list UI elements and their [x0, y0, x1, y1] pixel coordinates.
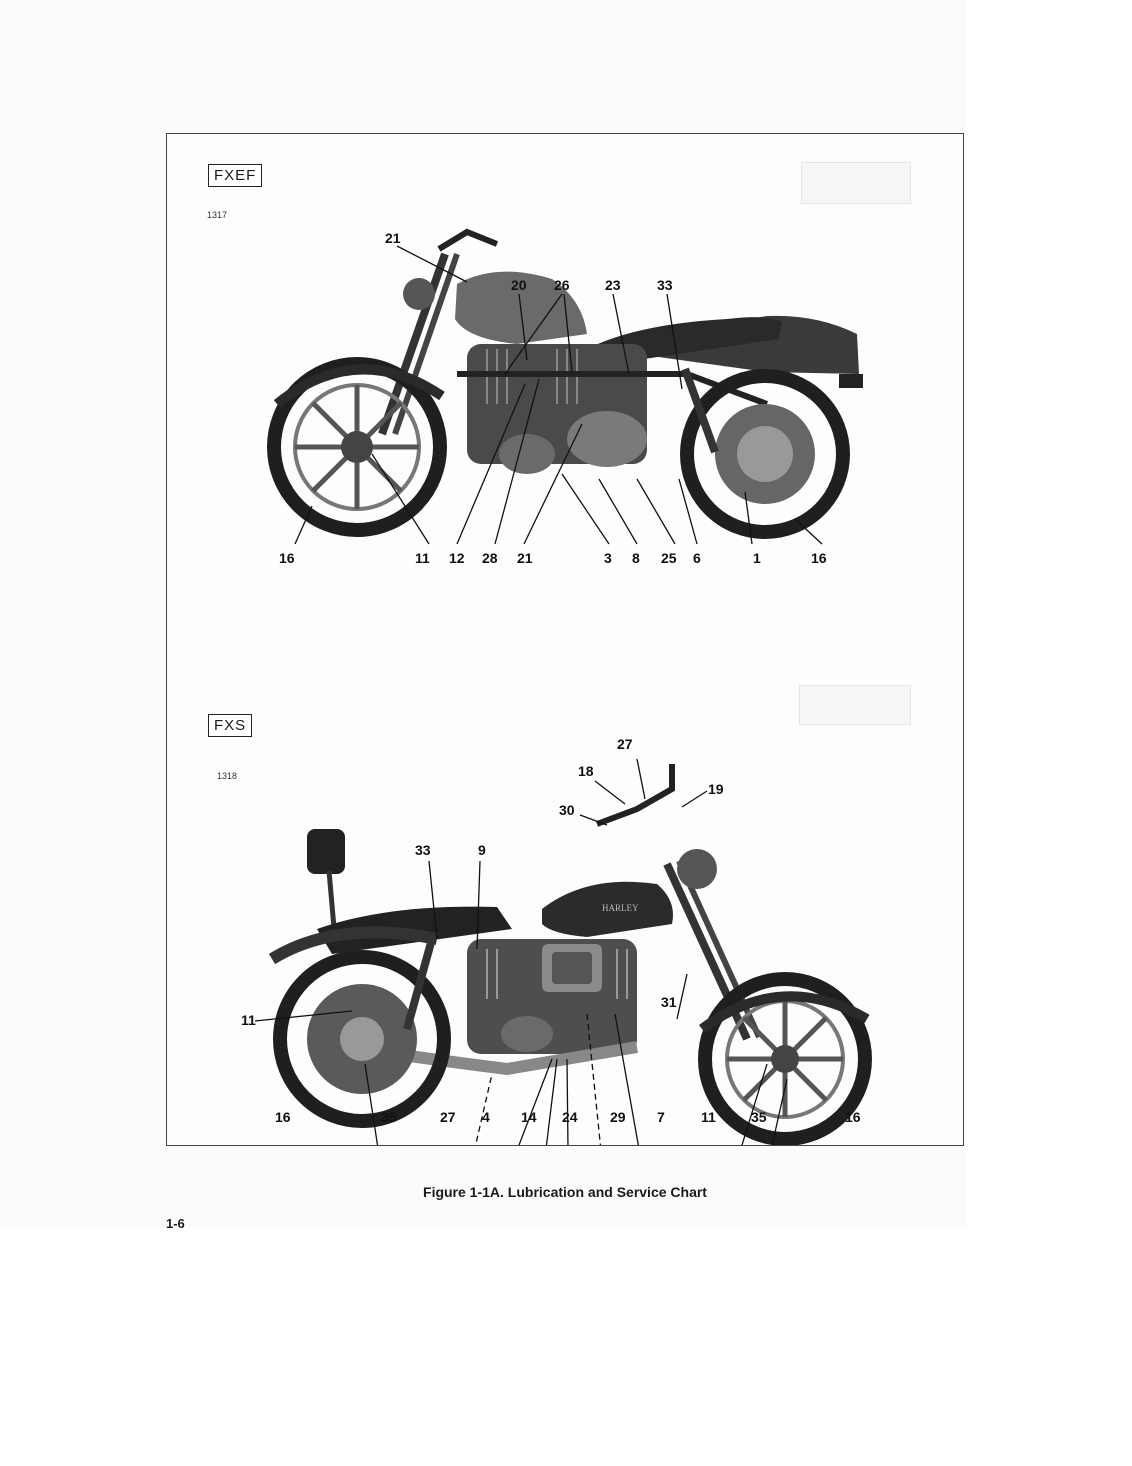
motorcycle-fxef-illustration — [267, 228, 863, 545]
callout-31: 31 — [661, 994, 677, 1010]
callout-8: 8 — [632, 550, 640, 566]
svg-text:HARLEY: HARLEY — [602, 903, 639, 913]
callout-23: 23 — [605, 277, 621, 293]
figure-frame: FXEF 1317 — [166, 133, 964, 1146]
callout-21-upper: 21 — [385, 230, 401, 246]
panel-fxef: FXEF 1317 — [167, 134, 963, 639]
bleed-through-box — [799, 685, 911, 725]
callout-24: 24 — [562, 1109, 578, 1125]
model-label-fxef: FXEF — [208, 164, 263, 187]
callout-11: 11 — [415, 550, 430, 566]
callout-30: 30 — [559, 802, 575, 818]
callout-7: 7 — [657, 1109, 665, 1125]
callout-33: 33 — [415, 842, 431, 858]
callout-35-front: 35 — [751, 1109, 767, 1125]
callout-9: 9 — [478, 842, 486, 858]
callout-35-rear: 35 — [381, 1109, 397, 1125]
callout-19: 19 — [708, 781, 724, 797]
callout-27-upper: 27 — [617, 736, 633, 752]
photo-code-1318: 1318 — [217, 771, 238, 781]
model-label-fxs: FXS — [208, 714, 253, 737]
callout-16-front: 16 — [845, 1109, 861, 1125]
callout-1: 1 — [753, 550, 761, 566]
callout-16-rear: 16 — [811, 550, 827, 566]
callout-33: 33 — [657, 277, 673, 293]
callout-11-front: 11 — [701, 1109, 716, 1125]
callout-29: 29 — [610, 1109, 626, 1125]
callout-16-rear: 16 — [275, 1109, 291, 1125]
callout-25: 25 — [661, 550, 677, 566]
callout-14: 14 — [521, 1109, 537, 1125]
callout-27-lower: 27 — [440, 1109, 456, 1125]
page-number: 1-6 — [166, 1216, 185, 1231]
callout-16-front: 16 — [279, 550, 295, 566]
photo-code-1317: 1317 — [207, 210, 228, 220]
fxs-callouts: 27 18 19 30 33 9 11 31 16 35 27 4 14 24 … — [167, 639, 963, 1145]
callout-26: 26 — [554, 277, 570, 293]
figure-caption-text: Figure 1-1A. Lubrication and Service Cha… — [423, 1184, 707, 1200]
callout-18: 18 — [578, 763, 594, 779]
callout-11-rear: 11 — [241, 1012, 256, 1028]
callout-20: 20 — [511, 277, 527, 293]
panel-fxs: FXS 1318 HARLEY — [167, 639, 963, 1145]
callout-28: 28 — [482, 550, 498, 566]
callout-12: 12 — [449, 550, 465, 566]
callout-21-lower: 21 — [517, 550, 533, 566]
motorcycle-fxs-illustration: HARLEY — [254, 758, 872, 1145]
fxef-callouts: 21 20 26 23 33 16 11 12 28 21 3 8 25 6 1… — [167, 134, 963, 639]
callout-6: 6 — [693, 550, 701, 566]
callout-3: 3 — [604, 550, 612, 566]
callout-4: 4 — [482, 1109, 490, 1125]
figure-caption: Figure 1-1A. Lubrication and Service Cha… — [0, 1184, 1132, 1200]
bleed-through-box — [801, 162, 911, 204]
